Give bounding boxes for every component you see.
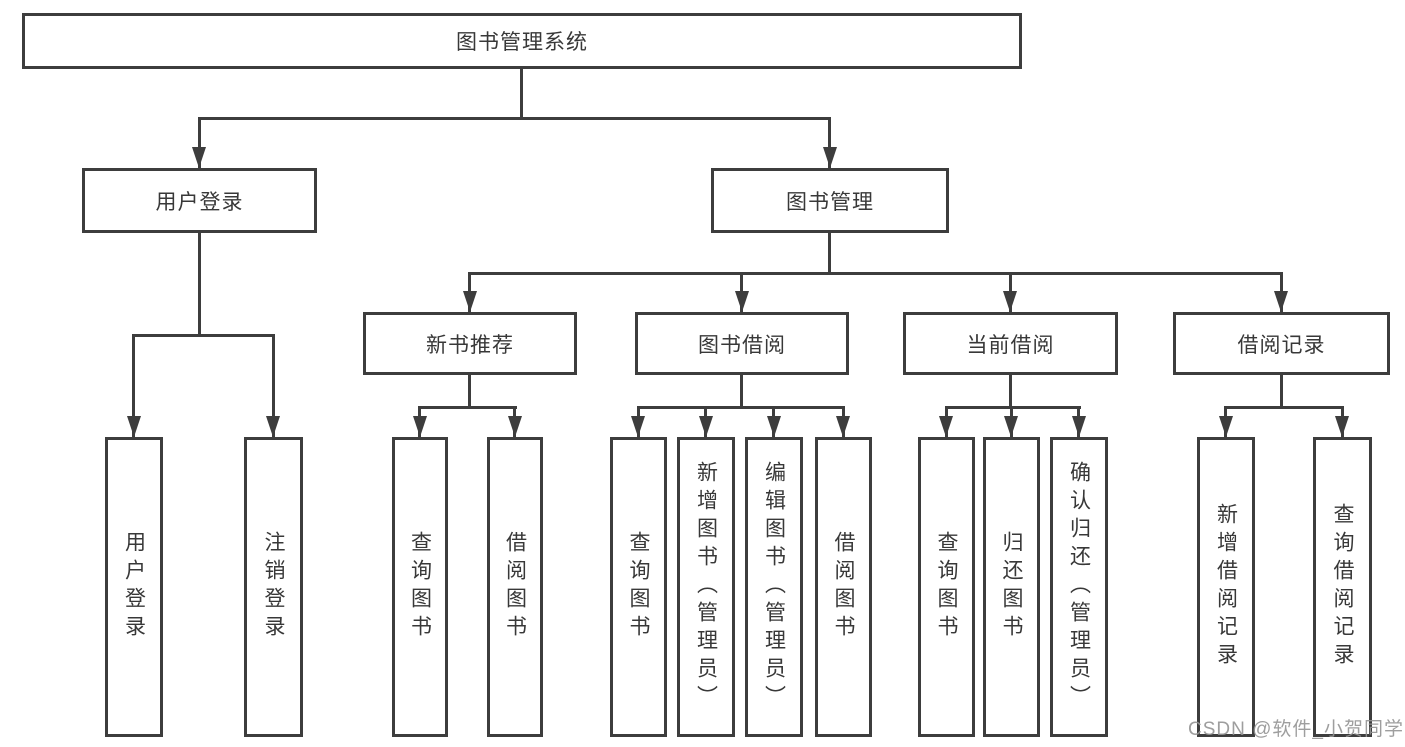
node-new-book-recommend-label: 新书推荐	[426, 333, 514, 357]
node-leaf-add-book-admin: 新增图书（管理员）	[677, 437, 735, 737]
edge-line	[740, 375, 743, 408]
edge-line	[945, 406, 1081, 409]
arrowhead-down-icon	[823, 147, 837, 168]
node-leaf-query-book-borrow: 查询图书	[610, 437, 667, 737]
edge-line	[1280, 375, 1283, 408]
node-leaf-add-book-admin-label: 新增图书（管理员）	[694, 461, 718, 713]
node-book-management: 图书管理	[711, 168, 949, 233]
node-leaf-borrow-book-label: 借阅图书	[832, 531, 855, 643]
node-leaf-query-book-current-label: 查询图书	[935, 531, 958, 643]
node-root-label: 图书管理系统	[456, 31, 588, 54]
arrowhead-down-icon	[192, 147, 206, 168]
edge-line	[272, 334, 275, 437]
node-leaf-user-login: 用户登录	[105, 437, 163, 737]
arrowhead-down-icon	[1004, 416, 1018, 437]
node-leaf-return-book: 归还图书	[983, 437, 1040, 737]
arrowhead-down-icon	[508, 416, 522, 437]
edge-line	[1224, 406, 1344, 409]
node-leaf-add-borrow-record: 新增借阅记录	[1197, 437, 1255, 737]
arrowhead-down-icon	[767, 416, 781, 437]
node-leaf-logout: 注销登录	[244, 437, 303, 737]
node-leaf-query-book-recommend-label: 查询图书	[408, 531, 432, 643]
node-leaf-query-book-current: 查询图书	[918, 437, 975, 737]
node-root: 图书管理系统	[22, 13, 1022, 69]
arrowhead-down-icon	[1335, 416, 1349, 437]
node-book-borrow-label: 图书借阅	[698, 333, 786, 357]
node-leaf-edit-book-admin-label: 编辑图书（管理员）	[762, 461, 786, 713]
node-book-borrow: 图书借阅	[635, 312, 849, 375]
arrowhead-down-icon	[127, 416, 141, 437]
node-borrow-records: 借阅记录	[1173, 312, 1390, 375]
arrowhead-down-icon	[1219, 416, 1233, 437]
arrowhead-down-icon	[631, 416, 645, 437]
node-leaf-confirm-return-admin-label: 确认归还（管理员）	[1067, 461, 1091, 713]
arrowhead-down-icon	[939, 416, 953, 437]
node-borrow-records-label: 借阅记录	[1237, 333, 1326, 357]
arrowhead-down-icon	[836, 416, 850, 437]
arrowhead-down-icon	[1003, 291, 1017, 312]
arrowhead-down-icon	[699, 416, 713, 437]
node-leaf-logout-label: 注销登录	[262, 531, 285, 643]
edge-line	[828, 233, 831, 275]
node-current-borrow: 当前借阅	[903, 312, 1118, 375]
edge-line	[637, 406, 845, 409]
node-leaf-query-borrow-record-label: 查询借阅记录	[1331, 503, 1354, 671]
edge-line	[132, 334, 135, 437]
node-current-borrow-label: 当前借阅	[966, 333, 1055, 357]
node-leaf-borrow-book-recommend-label: 借阅图书	[503, 531, 527, 643]
arrowhead-down-icon	[1274, 291, 1288, 312]
edge-line	[468, 375, 471, 408]
node-leaf-add-borrow-record-label: 新增借阅记录	[1214, 503, 1238, 671]
edge-line	[132, 334, 275, 337]
node-leaf-query-book-borrow-label: 查询图书	[627, 531, 650, 643]
edge-line	[828, 117, 831, 168]
edge-line	[198, 117, 201, 168]
node-leaf-return-book-label: 归还图书	[1000, 531, 1023, 643]
arrowhead-down-icon	[463, 291, 477, 312]
edge-line	[520, 69, 523, 119]
node-book-management-label: 图书管理	[786, 190, 874, 214]
node-leaf-edit-book-admin: 编辑图书（管理员）	[745, 437, 803, 737]
arrowhead-down-icon	[735, 291, 749, 312]
edge-line	[468, 272, 1283, 275]
arrowhead-down-icon	[1072, 416, 1086, 437]
arrowhead-down-icon	[413, 416, 427, 437]
node-user-login-label: 用户登录	[155, 190, 244, 214]
arrowhead-down-icon	[266, 416, 280, 437]
csdn-watermark: CSDN @软件_小贺同学	[1188, 719, 1404, 740]
node-leaf-user-login-label: 用户登录	[122, 531, 146, 643]
edge-line	[198, 233, 201, 336]
edge-line	[198, 117, 831, 120]
node-leaf-borrow-book: 借阅图书	[815, 437, 872, 737]
edge-line	[1009, 375, 1012, 408]
node-leaf-confirm-return-admin: 确认归还（管理员）	[1050, 437, 1108, 737]
edge-line	[418, 406, 517, 409]
node-leaf-borrow-book-recommend: 借阅图书	[487, 437, 543, 737]
node-user-login: 用户登录	[82, 168, 317, 233]
node-new-book-recommend: 新书推荐	[363, 312, 577, 375]
node-leaf-query-book-recommend: 查询图书	[392, 437, 448, 737]
node-leaf-query-borrow-record: 查询借阅记录	[1313, 437, 1372, 737]
